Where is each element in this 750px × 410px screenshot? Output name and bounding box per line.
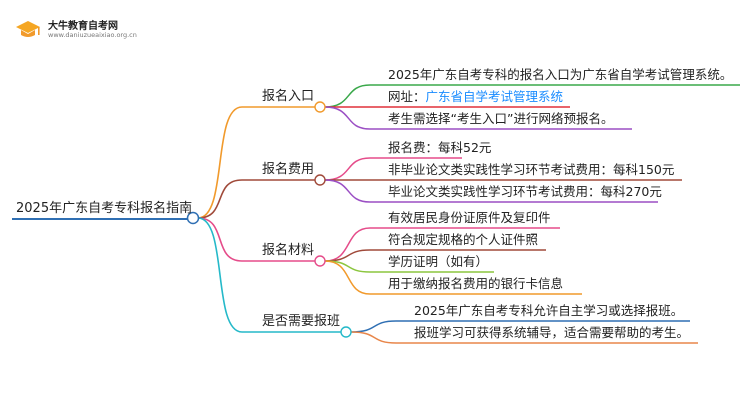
leaf-connector bbox=[324, 249, 546, 262]
leaf-connector bbox=[324, 179, 658, 203]
brand-url: www.daniuzueaixiao.org.cn bbox=[48, 31, 137, 39]
leaf-label: 学历证明（如有） bbox=[388, 254, 489, 269]
leaf-label: 非毕业论文类实践性学习环节考试费用：每科150元 bbox=[388, 162, 675, 177]
branch-label: 报名入口 bbox=[262, 89, 315, 104]
branch-node-circle[interactable] bbox=[314, 101, 326, 113]
leaf-connector bbox=[324, 227, 560, 262]
branch-connector bbox=[197, 217, 315, 262]
branch-node-circle[interactable] bbox=[314, 255, 326, 267]
leaf-label: 考生需选择“考生入口”进行网络预报名。 bbox=[388, 111, 614, 126]
leaf-label: 报名费：每科52元 bbox=[388, 140, 492, 155]
branch-connector bbox=[197, 106, 315, 219]
leaf-label: 2025年广东自考专科允许自主学习或选择报班。 bbox=[414, 303, 684, 318]
branch-label: 报名材料 bbox=[262, 243, 315, 258]
branch-node-circle[interactable] bbox=[314, 174, 326, 186]
leaf-connector bbox=[324, 260, 582, 295]
leaf-label: 2025年广东自考专科的报名入口为广东省自学考试管理系统。 bbox=[388, 67, 733, 82]
branch-label: 报名费用 bbox=[262, 162, 315, 177]
leaf-label: 用于缴纳报名费用的银行卡信息 bbox=[388, 276, 564, 291]
leaf-connector bbox=[324, 106, 632, 130]
branch-connector bbox=[197, 179, 315, 219]
leaf-label: 毕业论文类实践性学习环节考试费用：每科270元 bbox=[388, 184, 662, 199]
brand-name: 大牛教育自考网 bbox=[48, 21, 118, 32]
leaf-connector bbox=[324, 157, 462, 181]
leaf-label: 网址：广东省自学考试管理系统 bbox=[388, 89, 564, 104]
branch-connector bbox=[197, 217, 341, 333]
leaf-label: 符合规定规格的个人证件照 bbox=[388, 232, 539, 247]
leaf-connector bbox=[350, 331, 698, 344]
graduation-cap-logo-icon bbox=[16, 21, 40, 37]
leaf-label: 报班学习可获得系统辅导，适合需要帮助的考生。 bbox=[414, 325, 690, 340]
root-label: 2025年广东自考专科报名指南 bbox=[16, 201, 193, 216]
branch-label: 是否需要报班 bbox=[262, 314, 341, 329]
branch-node-circle[interactable] bbox=[340, 326, 352, 338]
exam-system-link[interactable]: 广东省自学考试管理系统 bbox=[425, 89, 564, 104]
leaf-label: 有效居民身份证原件及复印件 bbox=[388, 210, 551, 225]
leaf-connector bbox=[324, 84, 740, 108]
leaf-connector bbox=[350, 320, 690, 333]
root-node-circle[interactable] bbox=[186, 211, 200, 225]
